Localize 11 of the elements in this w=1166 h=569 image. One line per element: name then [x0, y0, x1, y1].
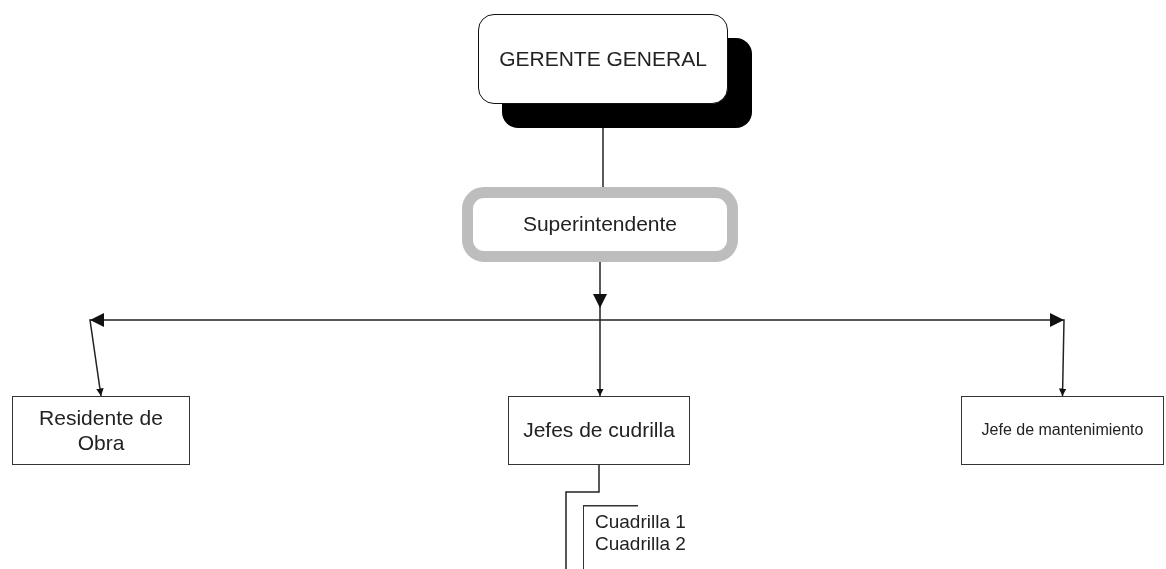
role-label: Jefes de cudrilla — [523, 418, 675, 443]
position-box — [462, 187, 738, 262]
position-box — [12, 396, 190, 465]
role-label: Jefe de mantenimiento — [981, 421, 1144, 440]
role-label: Cuadrilla 1 — [595, 511, 686, 533]
position-box — [961, 396, 1164, 465]
role-label: GERENTE GENERAL — [499, 46, 707, 72]
position-box — [508, 396, 690, 465]
role-label: Superintendente — [522, 212, 678, 237]
role-label: Residente de Obra — [38, 406, 164, 455]
role-label: Cuadrilla 2 — [595, 532, 686, 555]
